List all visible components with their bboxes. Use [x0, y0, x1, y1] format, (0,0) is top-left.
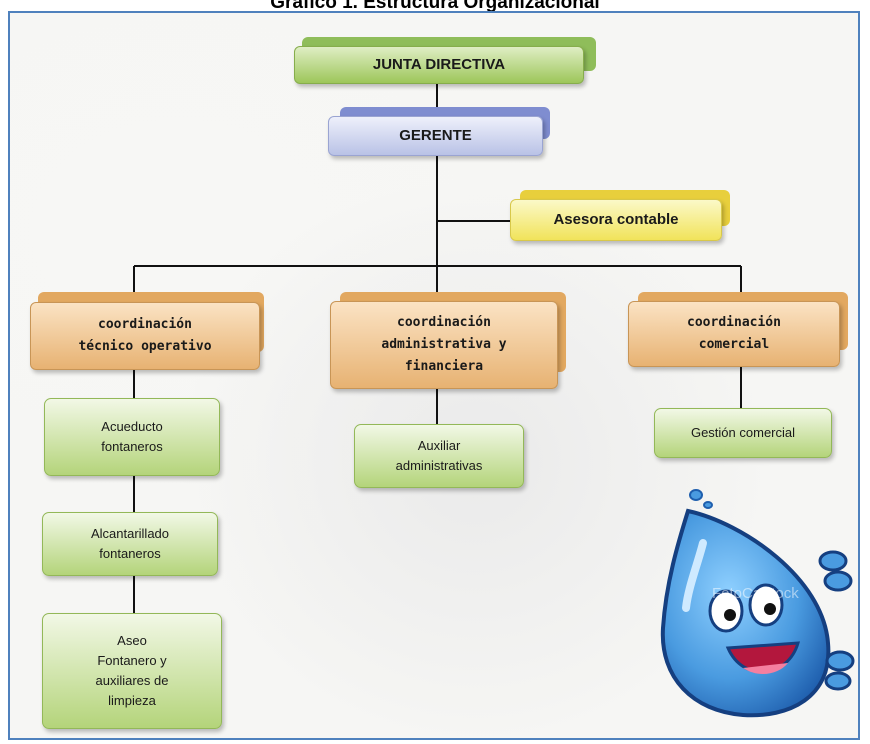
node-label-line: técnico operativo — [78, 339, 212, 354]
node-label-line: coordinación — [687, 315, 781, 330]
node-label: JUNTA DIRECTIVA — [372, 56, 506, 73]
node-label-line: financiera — [404, 359, 484, 374]
node-label-line: coordinación — [98, 317, 192, 332]
node-aseo: Aseo Fontanero y auxiliares de limpieza — [42, 613, 222, 729]
node-coord-comercial: coordinación comercial — [628, 301, 840, 367]
node-gestion-comercial: Gestión comercial — [654, 408, 832, 458]
node-gerente: GERENTE — [328, 116, 543, 156]
node-coord-administrativa: coordinación administrativa y financiera — [330, 301, 558, 389]
node-junta-directiva: JUNTA DIRECTIVA — [294, 46, 584, 84]
node-label: Gestión comercial — [690, 425, 796, 440]
node-label-line: Aseo — [117, 633, 147, 648]
connector-lines — [133, 83, 742, 613]
node-label-line: auxiliares de — [95, 673, 169, 688]
node-coord-tecnico: coordinación técnico operativo — [30, 302, 260, 370]
node-label-line: coordinación — [397, 315, 491, 330]
node-label-line: fontaneros — [101, 439, 163, 454]
diagram-caption: Gráfico 1. Estructura Organizacional — [270, 0, 600, 13]
node-label-line: Auxiliar — [417, 438, 461, 453]
node-label-line: limpieza — [108, 693, 156, 708]
node-auxiliar-administrativas: Auxiliar administrativas — [354, 424, 524, 488]
node-alcantarillado-fontaneros: Alcantarillado fontaneros — [42, 512, 218, 576]
node-label-line: Fontanero y — [97, 653, 167, 668]
water-drop-mascot-icon: FotoCaStock — [660, 489, 855, 718]
node-acueducto-fontaneros: Acueducto fontaneros — [44, 398, 220, 476]
watermark-text: FotoCaStock — [712, 585, 799, 602]
node-label: Asesora contable — [553, 211, 679, 228]
node-label-line: comercial — [698, 337, 770, 352]
node-label: GERENTE — [399, 127, 472, 144]
node-asesora-contable: Asesora contable — [510, 199, 722, 241]
node-label-line: administrativas — [395, 458, 483, 473]
node-label-line: Acueducto — [101, 419, 163, 434]
node-label-line: fontaneros — [99, 546, 161, 561]
node-label-line: Alcantarillado — [90, 526, 170, 541]
node-label-line: administrativa y — [381, 337, 507, 352]
org-chart-frame: JUNTA DIRECTIVA GERENTE Asesora contable… — [8, 11, 860, 740]
